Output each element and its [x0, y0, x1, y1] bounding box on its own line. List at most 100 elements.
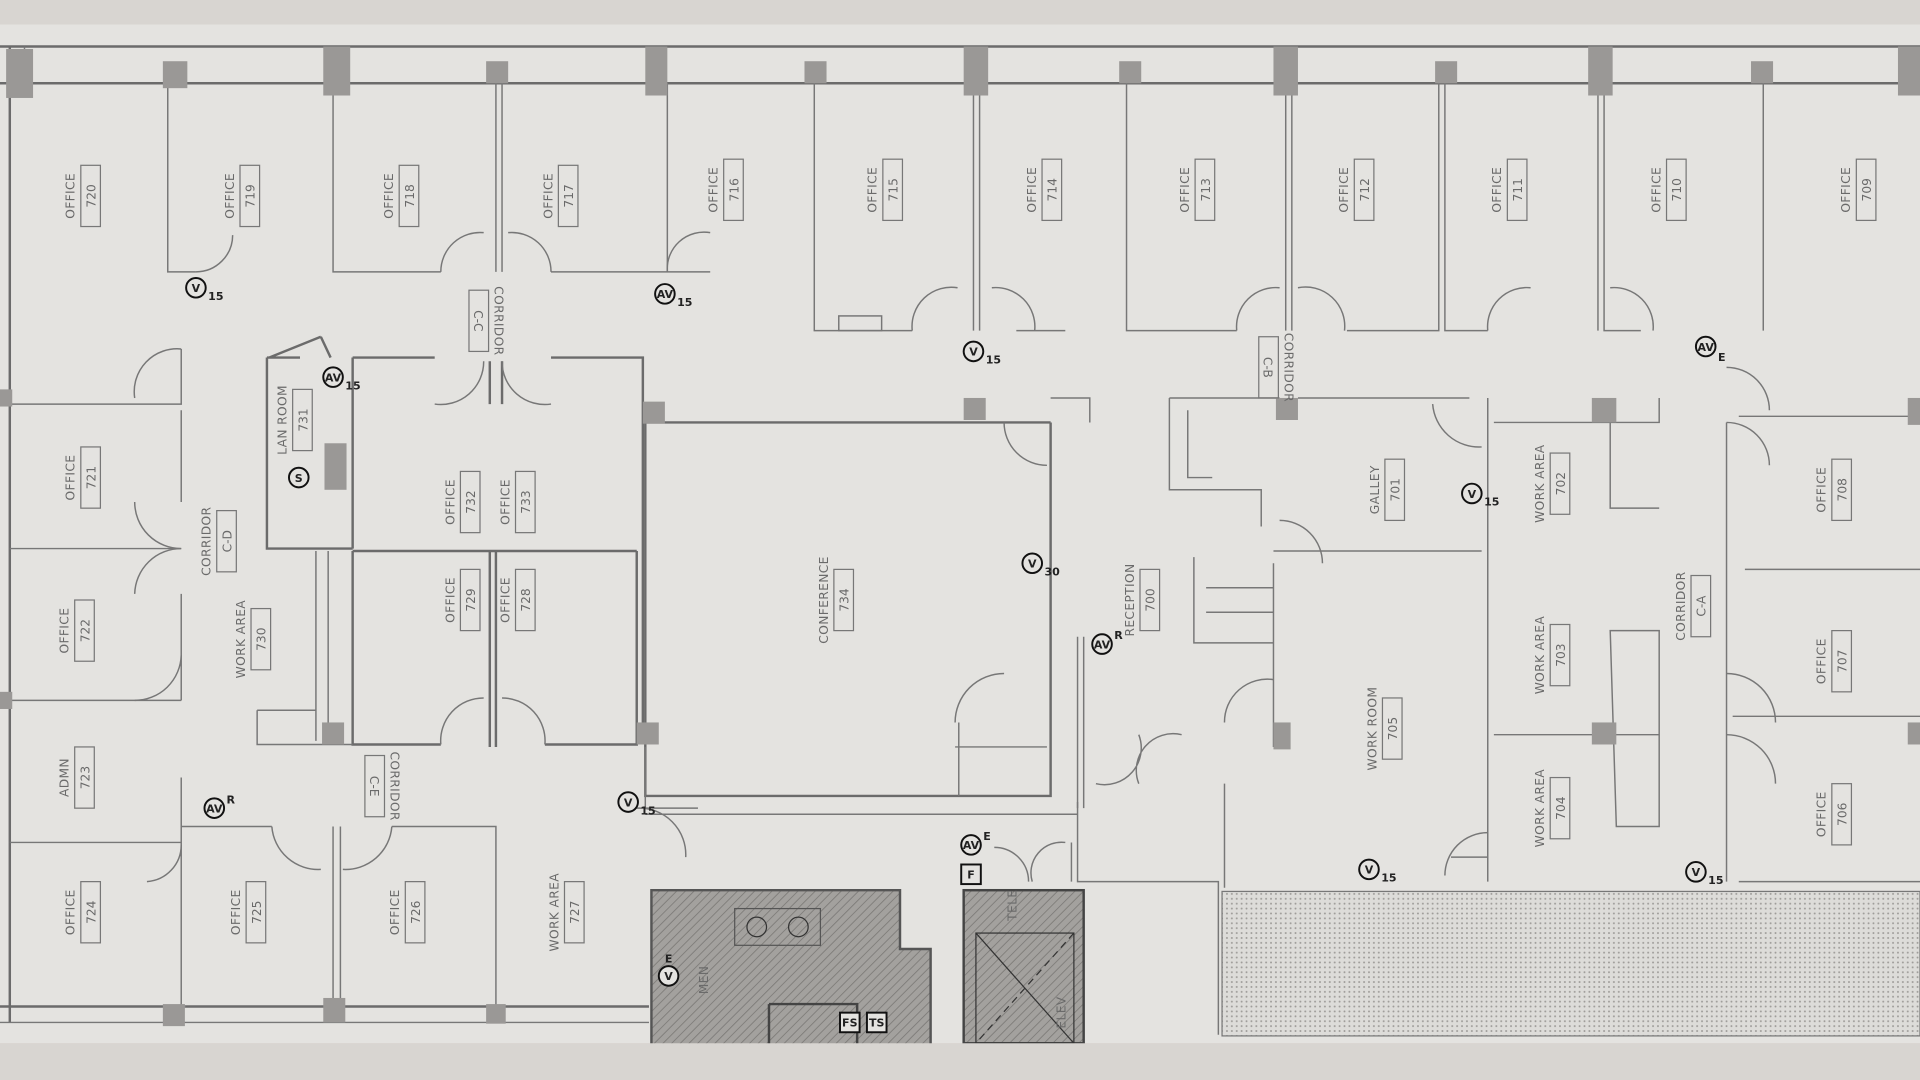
sensor-tag: 15	[1708, 874, 1723, 887]
room-type: CONFERENCE	[817, 556, 831, 643]
sensor-symbol: V	[1468, 488, 1477, 501]
sensor-tag: 15	[986, 354, 1001, 367]
room-type: OFFICE	[1025, 167, 1039, 213]
room-number-box	[514, 568, 536, 632]
room-number: 726	[409, 900, 423, 924]
room-label: CORRIDOR C-E	[364, 751, 402, 821]
sensor-av-icon: AVR	[1091, 629, 1123, 655]
room-type: OFFICE	[64, 455, 78, 501]
room-number: 719	[244, 184, 258, 207]
room-type: ADMN	[58, 758, 72, 797]
room-number: 730	[255, 628, 269, 651]
room-number: 731	[296, 408, 310, 431]
room-number-box	[404, 881, 426, 944]
room-number-box	[882, 158, 904, 222]
paper-sheet	[0, 24, 1920, 1044]
sensor-tag: 15	[345, 379, 360, 392]
room-number-box	[723, 158, 744, 222]
room-number: C-E	[367, 776, 381, 797]
room-label: GALLEY 701	[1368, 458, 1406, 522]
room-type: WORK AREA	[1533, 444, 1547, 523]
room-number: 715	[887, 178, 901, 201]
room-number: 714	[1046, 178, 1060, 202]
sensor-v-icon: V15	[962, 340, 1001, 367]
room-number-box	[1855, 158, 1877, 222]
room-number: 705	[1386, 717, 1400, 740]
room-type: CORRIDOR	[388, 751, 402, 820]
restroom-men	[650, 888, 932, 1049]
sensor-symbol: TS	[869, 1017, 885, 1030]
sensor-ts-icon: TS	[865, 1011, 888, 1034]
sensor-tag: R	[227, 793, 236, 806]
room-number: 722	[78, 619, 92, 642]
room-number-box	[250, 607, 272, 671]
sensor-tag: 15	[1484, 496, 1499, 509]
room-type: WORK AREA	[1533, 616, 1547, 695]
room-number: 701	[1389, 478, 1403, 501]
sensor-tag: 15	[1381, 872, 1396, 885]
sensor-symbol: V	[1028, 558, 1037, 571]
sensor-v-icon: V15	[617, 791, 656, 817]
room-number: 721	[85, 466, 99, 489]
room-number: 717	[562, 184, 576, 207]
sensor-v-icon: VE	[657, 952, 680, 987]
room-number-box	[74, 599, 95, 662]
room-type: OFFICE	[1649, 167, 1663, 213]
room-number-box	[459, 470, 481, 534]
sensor-symbol: AV	[1698, 341, 1715, 354]
room-type: OFFICE	[498, 479, 512, 525]
room-number-box	[1384, 458, 1406, 522]
room-number-box	[292, 388, 313, 452]
room-type: OFFICE	[58, 608, 72, 654]
room-number-box	[80, 446, 102, 509]
shell-space-hatched	[1221, 890, 1920, 1037]
room-number: 725	[250, 901, 264, 924]
sensor-symbol: AV	[657, 288, 674, 301]
room-label: OFFICE 722	[58, 599, 95, 662]
room-number-box	[364, 754, 386, 818]
sensor-symbol: AV	[325, 371, 342, 384]
room-number-box	[563, 881, 585, 944]
room-type: OFFICE	[707, 167, 721, 213]
room-type: RECEPTION	[1123, 563, 1137, 636]
tele-label: TELE	[1005, 890, 1019, 922]
room-number-box	[245, 881, 267, 944]
room-number-box	[74, 746, 95, 809]
room-number: 706	[1836, 802, 1850, 826]
room-type: WORK ROOM	[1365, 687, 1379, 771]
room-number-box	[1831, 458, 1853, 522]
sensor-tag: E	[665, 952, 673, 965]
room-type: GALLEY	[1368, 465, 1382, 514]
room-type: OFFICE	[64, 173, 78, 219]
room-type: OFFICE	[382, 173, 396, 219]
room-type: LAN ROOM	[276, 385, 290, 455]
room-number: 732	[464, 490, 478, 513]
room-number: 711	[1511, 178, 1525, 201]
room-number: 704	[1554, 796, 1568, 820]
room-number-box	[80, 881, 102, 944]
room-type: OFFICE	[64, 889, 78, 935]
room-label: WORK ROOM 705	[1365, 687, 1403, 771]
room-number-box	[1506, 158, 1528, 222]
room-label: OFFICE 714	[1025, 158, 1063, 222]
room-number: C-A	[1695, 595, 1709, 617]
elevator-shaft	[962, 841, 1085, 1045]
room-number: 700	[1144, 588, 1158, 611]
sensor-symbol: AV	[963, 839, 980, 852]
